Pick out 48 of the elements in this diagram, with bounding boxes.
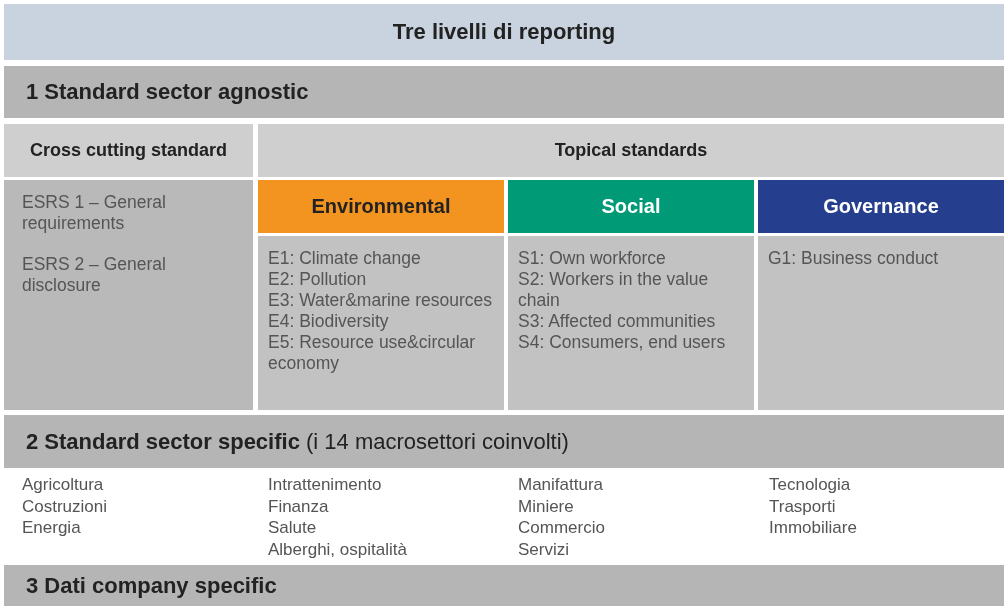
header-text: Topical standards xyxy=(554,140,708,161)
sector-name: Alberghi, ospitalità xyxy=(268,538,407,560)
standard-text: ESRS 2 – General disclosure xyxy=(22,254,167,296)
header-text: Governance xyxy=(823,195,939,218)
category-header xyxy=(508,180,754,233)
sector-name: Energia xyxy=(22,517,81,538)
category-header xyxy=(758,180,1004,233)
sector-name: Intrattenimento xyxy=(268,474,382,495)
standard-text: S3: Affected communities xyxy=(518,311,717,332)
standard-text: ESRS 1 – General requirements xyxy=(22,192,167,234)
title-text: Tre livelli di reporting xyxy=(392,19,616,45)
content-cell xyxy=(258,236,504,410)
section-band xyxy=(4,565,1004,606)
header-cell xyxy=(4,124,253,177)
standard-text: E2: Pollution xyxy=(268,269,368,290)
sector-name: Immobiliare xyxy=(769,517,857,538)
sector-name: Finanza xyxy=(268,495,329,517)
sector-name: Manifattura xyxy=(518,474,604,495)
content-cell xyxy=(508,236,754,410)
sector-name: Tecnologia xyxy=(769,474,851,495)
sector-name: Miniere xyxy=(518,495,574,517)
section-band xyxy=(4,66,1004,118)
header-text: Social xyxy=(601,195,661,218)
content-cell xyxy=(4,180,253,410)
sector-name: Agricoltura xyxy=(22,474,104,495)
section-heading: 1 Standard sector agnostic xyxy=(26,79,310,105)
header-cell xyxy=(258,124,1004,177)
sector-name: Trasporti xyxy=(769,495,836,517)
standard-text: S1: Own workforce xyxy=(518,248,667,269)
sector-name: Costruzioni xyxy=(22,495,108,517)
standard-text: E3: Water&marine resources xyxy=(268,290,493,311)
header-text: Environmental xyxy=(311,195,451,218)
standard-text: S2: Workers in the value chain xyxy=(518,269,710,311)
title-band xyxy=(4,4,1004,60)
standard-text: E1: Climate change xyxy=(268,248,422,269)
standard-text: S4: Consumers, end users xyxy=(518,332,727,353)
standard-text: E4: Biodiversity xyxy=(268,311,390,332)
sector-name: Salute xyxy=(268,517,317,538)
content-cell xyxy=(758,236,1004,410)
section-band xyxy=(4,415,1004,468)
section-heading: 2 Standard sector specific (i 14 macrosettori coinvolti) xyxy=(26,428,570,455)
section-heading: 3 Dati company specific xyxy=(26,572,278,599)
standard-text: E5: Resource use&circular economy xyxy=(268,332,477,374)
standard-text: G1: Business conduct xyxy=(768,248,940,269)
category-header xyxy=(258,180,504,233)
sector-name: Commercio xyxy=(518,517,605,538)
sector-name: Servizi xyxy=(518,538,569,560)
header-text: Cross cutting standard xyxy=(30,140,227,161)
